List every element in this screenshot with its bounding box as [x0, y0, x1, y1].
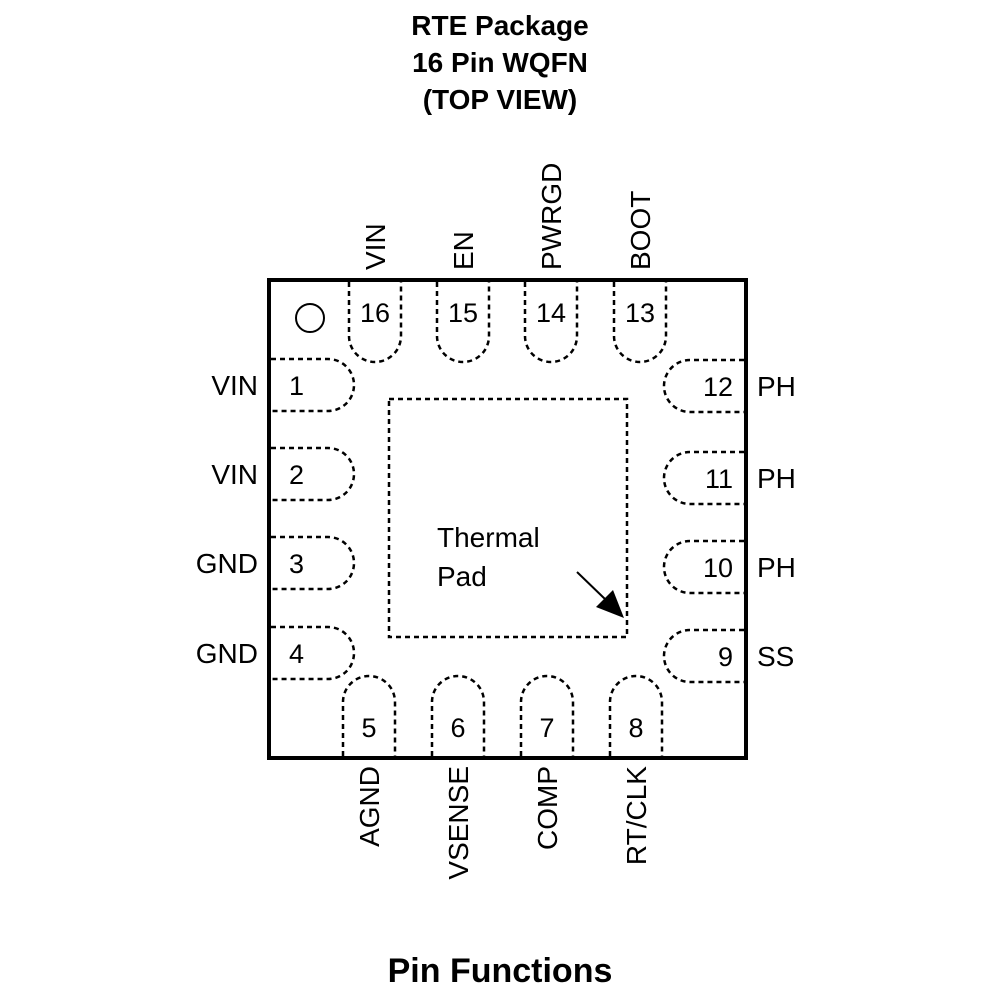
package-outline [267, 278, 748, 760]
pin1-marker-icon [295, 303, 325, 333]
pin-number: 9 [718, 642, 733, 672]
thermal-pad-label-line2: Pad [437, 561, 487, 592]
pin-number: 4 [289, 639, 304, 669]
pin-name: COMP [532, 766, 563, 850]
pin-number: 5 [361, 713, 376, 743]
pin-name: VSENSE [443, 766, 474, 880]
pin-name: RT/CLK [621, 766, 652, 865]
view-label: (TOP VIEW) [422, 84, 578, 115]
pin-pad-outline [271, 625, 356, 681]
pin-name: GND [196, 638, 258, 669]
pin-number: 8 [628, 713, 643, 743]
pin-number: 12 [703, 372, 733, 402]
arrow-head-icon [596, 590, 624, 618]
pin-name: VIN [211, 459, 258, 490]
pin-name: EN [448, 231, 479, 270]
pin-pad-outline [662, 450, 744, 506]
pin-number: 11 [705, 464, 733, 494]
pin-name: VIN [360, 223, 391, 270]
pin-pad-outline [662, 628, 744, 684]
pin-pad-outline [271, 357, 356, 413]
pin-number: 14 [536, 298, 566, 328]
pin-pad-outline [430, 674, 486, 756]
pin-number: 2 [289, 460, 304, 490]
pin-pad-outline [271, 535, 356, 591]
pin-name: PWRGD [536, 163, 567, 270]
pin-pad-outline [347, 282, 403, 364]
pin-pad-outline [271, 446, 356, 502]
pin-number: 16 [360, 298, 390, 328]
pin-number: 6 [450, 713, 465, 743]
pin-name: PH [757, 552, 796, 583]
thermal-pad-label-line1: Thermal [437, 522, 540, 553]
pin-number: 3 [289, 549, 304, 579]
pin-pad-outline [662, 539, 744, 595]
arrow-shaft [576, 571, 607, 601]
pin-number: 15 [448, 298, 478, 328]
pin-number: 1 [289, 371, 304, 401]
pin-name: AGND [354, 766, 385, 847]
pin-name: BOOT [625, 191, 656, 270]
thermal-pad [387, 397, 629, 639]
package-type: 16 Pin WQFN [412, 47, 588, 78]
pin-number: 13 [625, 298, 655, 328]
section-title: Pin Functions [387, 952, 613, 990]
pin-pad-outline [662, 358, 744, 414]
pin-name: SS [757, 641, 794, 672]
pin-name: VIN [211, 370, 258, 401]
pin-name: PH [757, 463, 796, 494]
pin-number: 7 [539, 713, 554, 743]
pin-pad-outline [612, 282, 668, 364]
pin-number: 10 [703, 553, 733, 583]
pin-pad-outline [519, 674, 575, 756]
pin-pad-outline [523, 282, 579, 364]
pin-pad-outline [608, 674, 664, 756]
pin-name: GND [196, 548, 258, 579]
package-name: RTE Package [411, 10, 589, 41]
pin-pad-outline [341, 674, 397, 756]
pin-name: PH [757, 371, 796, 402]
pin-pad-outline [435, 282, 491, 364]
